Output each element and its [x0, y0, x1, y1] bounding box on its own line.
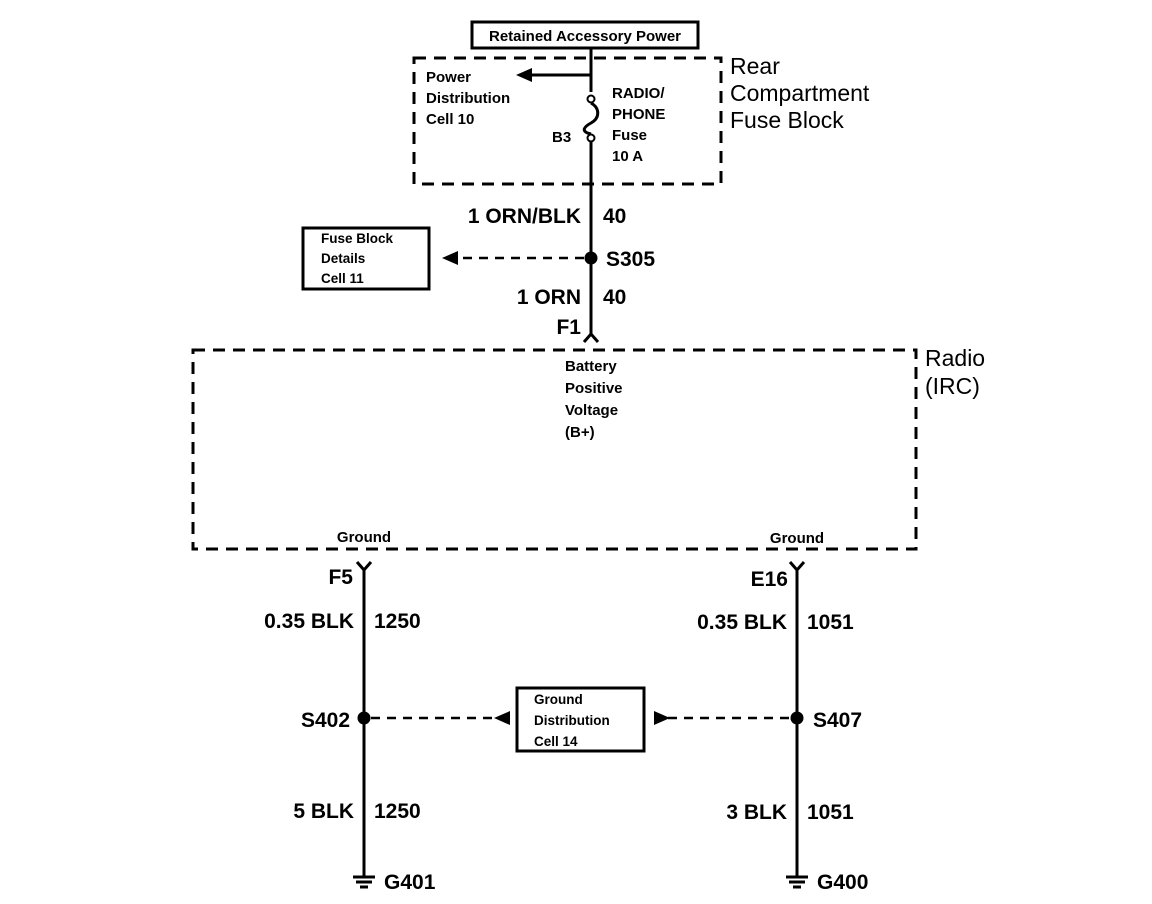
rear-fuse-block-title-line-1: Rear: [730, 53, 780, 79]
radio-title-line-2: (IRC): [925, 373, 980, 399]
fuse-block-details-line-1: Fuse Block: [321, 231, 394, 246]
fuse-label-line-4: 10 A: [612, 148, 643, 165]
connector-f1-label: F1: [556, 316, 581, 339]
wire-top-circuit: 40: [603, 205, 626, 228]
fuse-label: RADIO/ PHONE Fuse 10 A: [612, 85, 665, 165]
fuse-terminal-top: [586, 94, 596, 104]
fuse-icon: [582, 101, 600, 136]
rear-fuse-block-outline: [412, 56, 723, 186]
ground-g400-icon: [786, 875, 808, 889]
ground-g400-label: G400: [817, 871, 868, 894]
fuse-block-details-box: Fuse Block Details Cell 11: [301, 226, 431, 291]
radio-bplus-line-2: Positive: [565, 380, 623, 397]
right-wire-lower-circuit: 1051: [807, 801, 854, 824]
right-wire-lower-gauge-color: 3 BLK: [726, 801, 787, 824]
left-wire-lower-circuit: 1250: [374, 800, 421, 823]
rear-fuse-block-title-line-3: Fuse Block: [730, 107, 844, 133]
ground-g401-label: G401: [384, 871, 436, 894]
fuse-block-details-line-3: Cell 11: [321, 271, 364, 286]
splice-s402: [357, 711, 371, 725]
left-wire-upper-circuit: 1250: [374, 610, 421, 633]
radio-outline: [191, 348, 918, 551]
radio-bplus-line-3: Voltage: [565, 402, 618, 419]
power-distribution-line-1: Power: [426, 69, 471, 86]
radio-bplus-label: Battery Positive Voltage (B+): [565, 358, 623, 441]
radio-ground-right-label: Ground: [770, 530, 824, 547]
wire-mid-circuit: 40: [603, 286, 626, 309]
fuse-label-line-3: Fuse: [612, 127, 647, 144]
left-wire-upper-gauge-color: 0.35 BLK: [264, 610, 354, 633]
ground-distribution-line-2: Distribution: [534, 713, 610, 728]
ground-distribution-box: Ground Distribution Cell 14: [515, 686, 646, 753]
fuse-label-line-1: RADIO/: [612, 85, 665, 102]
fuse-terminal-bottom: [586, 133, 596, 143]
radio-bplus-line-1: Battery: [565, 358, 617, 375]
power-distribution-line-3: Cell 10: [426, 111, 474, 128]
splice-s305-label: S305: [606, 248, 655, 271]
wire-top-gauge-color: 1 ORN/BLK: [468, 205, 581, 228]
splice-s407-label: S407: [813, 709, 862, 732]
ground-distribution-right-arrow-icon: [654, 711, 670, 725]
connector-e16-label: E16: [751, 568, 788, 591]
power-distribution-arrow-icon: [516, 68, 532, 82]
connector-f1-icon: [582, 331, 600, 343]
ground-g401-icon: [353, 875, 375, 889]
radio-title-line-1: Radio: [925, 345, 985, 371]
fuse-block-details-arrow-icon: [442, 251, 458, 265]
radio-ground-left-label: Ground: [337, 529, 391, 546]
power-distribution-ref: Power Distribution Cell 10: [426, 69, 510, 128]
radio-bplus-line-4: (B+): [565, 424, 595, 441]
right-wire-upper-gauge-color: 0.35 BLK: [697, 611, 787, 634]
fuse-label-line-2: PHONE: [612, 106, 665, 123]
connector-e16-icon: [788, 561, 806, 573]
connector-f5-label: F5: [328, 566, 353, 589]
ground-distribution-line-1: Ground: [534, 692, 583, 707]
power-distribution-line-2: Distribution: [426, 90, 510, 107]
splice-s305: [584, 251, 598, 265]
retained-accessory-power-label: Retained Accessory Power: [489, 28, 681, 45]
rear-fuse-block-title-line-2: Compartment: [730, 80, 870, 106]
fuse-cavity-label: B3: [552, 129, 571, 146]
rear-fuse-block-title: Rear Compartment Fuse Block: [730, 53, 870, 133]
wire-mid-gauge-color: 1 ORN: [517, 286, 581, 309]
connector-f5-icon: [355, 561, 373, 573]
fuse-block-details-line-2: Details: [321, 251, 365, 266]
splice-s402-label: S402: [301, 709, 350, 732]
radio-title: Radio (IRC): [925, 345, 985, 399]
retained-accessory-power-box: Retained Accessory Power: [470, 20, 700, 50]
splice-s407: [790, 711, 804, 725]
left-wire-lower-gauge-color: 5 BLK: [293, 800, 354, 823]
ground-distribution-left-arrow-icon: [494, 711, 510, 725]
right-wire-upper-circuit: 1051: [807, 611, 854, 634]
ground-distribution-line-3: Cell 14: [534, 734, 578, 749]
